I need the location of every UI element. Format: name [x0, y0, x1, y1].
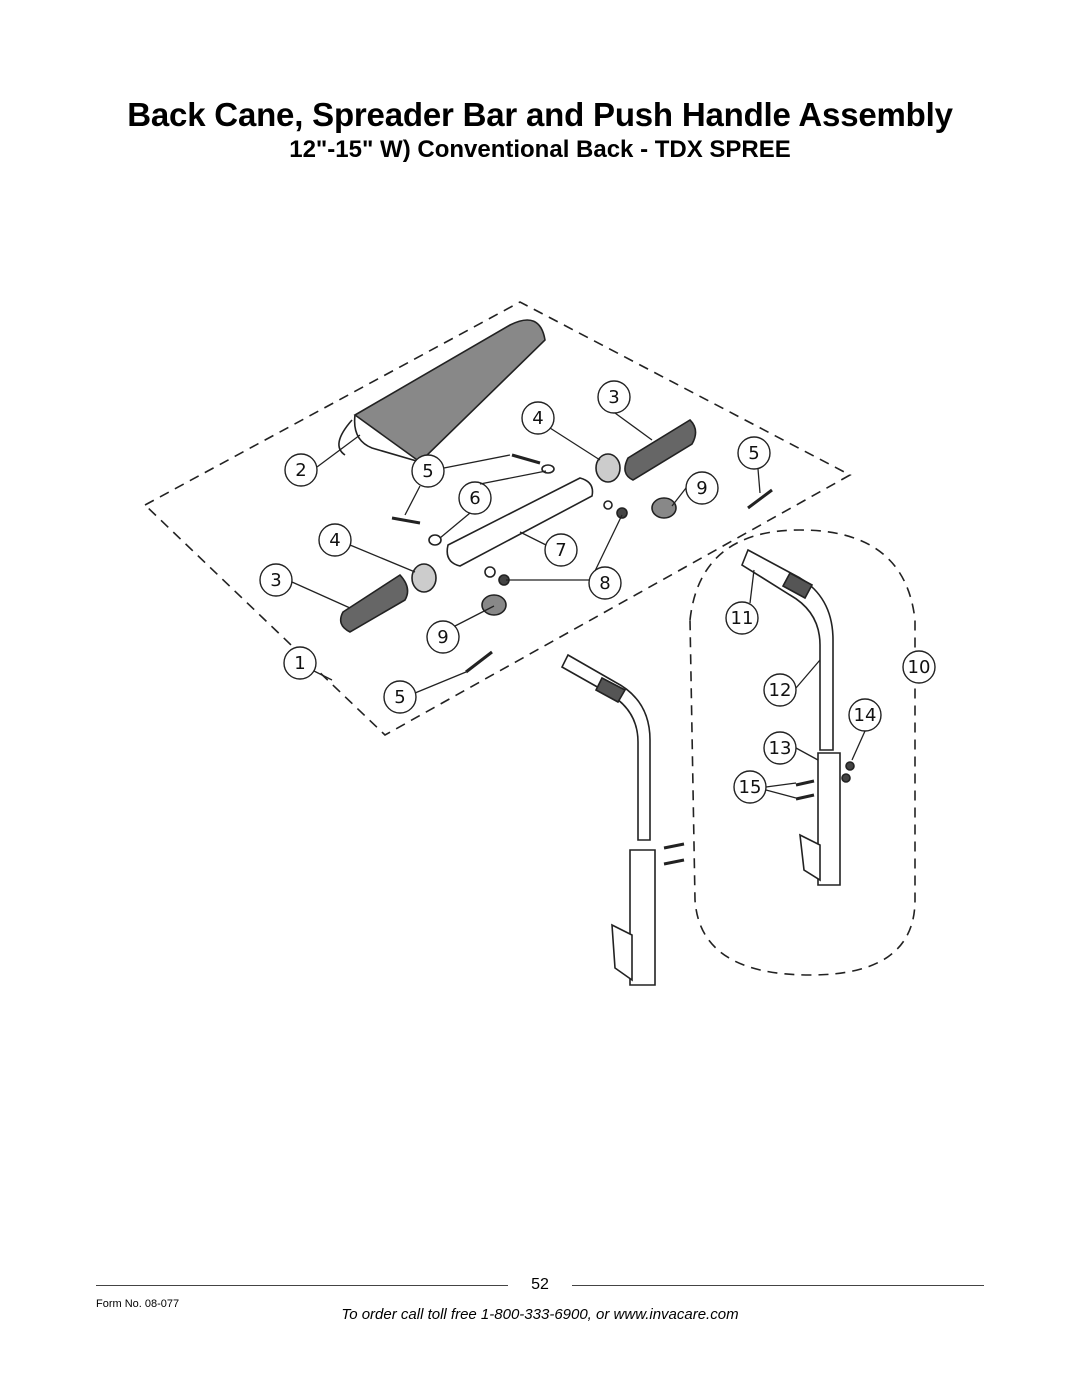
callout-3: 3	[608, 387, 619, 408]
kit-1-outline	[143, 301, 852, 736]
callout-1: 1	[294, 653, 305, 674]
plug-9-upper	[651, 497, 677, 519]
callout-12: 12	[769, 680, 792, 701]
kit-10-outline	[689, 529, 916, 976]
sleeve-4-upper	[595, 453, 621, 483]
callout-7: 7	[555, 540, 566, 561]
right-back-cane	[741, 548, 855, 886]
order-info: To order call toll free 1-800-333-6900, …	[341, 1306, 739, 1323]
page-subtitle: 12"-15" W) Conventional Back - TDX SPREE	[289, 136, 791, 163]
back-pad-part	[338, 319, 546, 464]
callout-5: 5	[748, 443, 759, 464]
callout-4: 4	[532, 408, 543, 429]
bolt-5-b	[391, 516, 421, 525]
callout-14: 14	[854, 705, 877, 726]
callout-5: 5	[422, 461, 433, 482]
sleeve-4-lower	[411, 563, 437, 593]
callout-9: 9	[696, 478, 707, 499]
callout-10: 10	[908, 657, 931, 678]
bolt-5-d	[465, 650, 493, 674]
page-number: 52	[531, 1276, 549, 1293]
callout-13: 13	[769, 738, 792, 759]
tube-3-upper	[624, 418, 697, 481]
callout-3: 3	[270, 570, 281, 591]
bolt-5-a	[511, 453, 541, 465]
footer-rule-right	[572, 1285, 984, 1286]
callout-5: 5	[394, 687, 405, 708]
callout-2: 2	[295, 460, 306, 481]
plug-9-lower	[481, 594, 507, 616]
page-title: Back Cane, Spreader Bar and Push Handle …	[127, 96, 953, 133]
callout-6: 6	[469, 488, 480, 509]
bolt-5-c	[747, 488, 773, 510]
tube-3-lower	[339, 573, 409, 633]
left-back-cane	[560, 653, 685, 986]
callout-4: 4	[329, 530, 340, 551]
callout-15: 15	[739, 777, 762, 798]
callout-9: 9	[437, 627, 448, 648]
callout-11: 11	[731, 608, 754, 629]
form-number: Form No. 08-077	[96, 1298, 180, 1310]
footer-rule-left	[96, 1285, 508, 1286]
callout-8: 8	[599, 573, 610, 594]
spreader-bar-7	[446, 477, 594, 567]
